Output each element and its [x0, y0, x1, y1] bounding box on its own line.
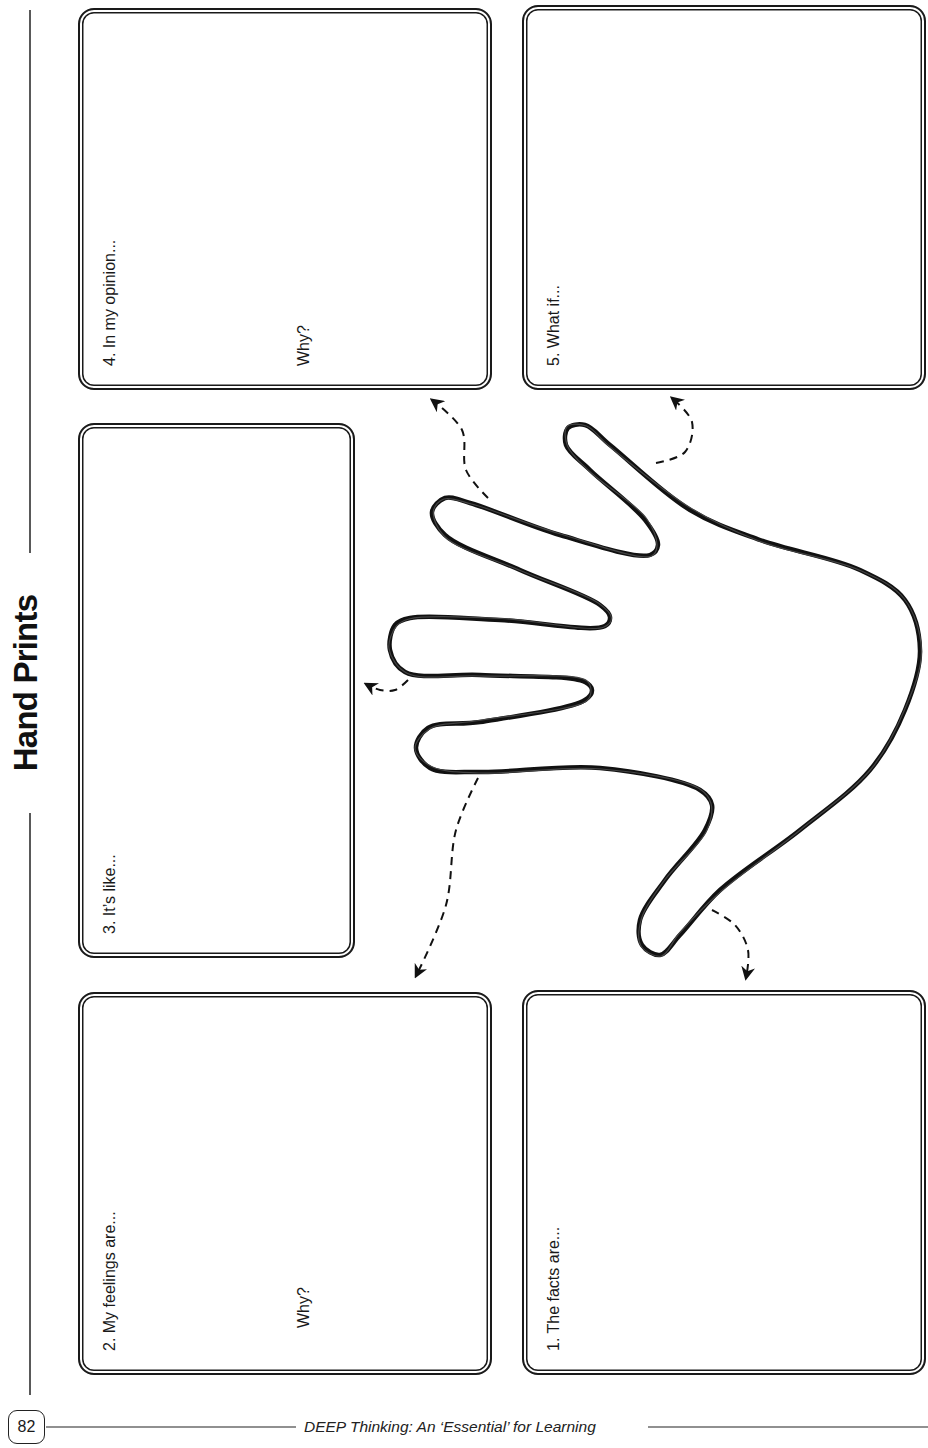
- prompt-box: 2. My feelings are... Why?: [78, 992, 492, 1375]
- dashed-leader-arrow: [432, 400, 488, 498]
- prompt-box: 1. The facts are...: [522, 990, 926, 1375]
- prompt-box: 3. It’s like...: [78, 423, 355, 958]
- prompt-heading: 3. It’s like...: [100, 447, 119, 934]
- dashed-leader-arrow: [656, 398, 693, 463]
- page-number: 82: [8, 1410, 45, 1444]
- dashed-leader-arrow: [712, 910, 748, 978]
- footer-rule: [648, 1426, 928, 1427]
- header-rule: [29, 10, 31, 578]
- prompt-question: Why?: [294, 1016, 313, 1328]
- prompt-heading: 5. What if...: [544, 29, 563, 366]
- header-rule: [29, 792, 31, 1395]
- prompt-box: 5. What if...: [522, 5, 926, 390]
- footer-rule: [46, 1426, 296, 1427]
- dashed-leader-arrow: [366, 680, 408, 691]
- prompt-box: 4. In my opinion... Why?: [78, 8, 492, 390]
- hand-outline-sketch: [389, 424, 922, 956]
- prompt-question: Why?: [294, 32, 313, 366]
- prompt-heading: 1. The facts are...: [544, 1014, 563, 1351]
- page-title: Hand Prints: [6, 553, 46, 813]
- dashed-leader-arrow: [416, 778, 478, 976]
- prompt-heading: 2. My feelings are...: [100, 1016, 119, 1351]
- prompt-heading: 4. In my opinion...: [100, 32, 119, 366]
- footer-text: DEEP Thinking: An ‘Essential’ for Learni…: [298, 1417, 602, 1437]
